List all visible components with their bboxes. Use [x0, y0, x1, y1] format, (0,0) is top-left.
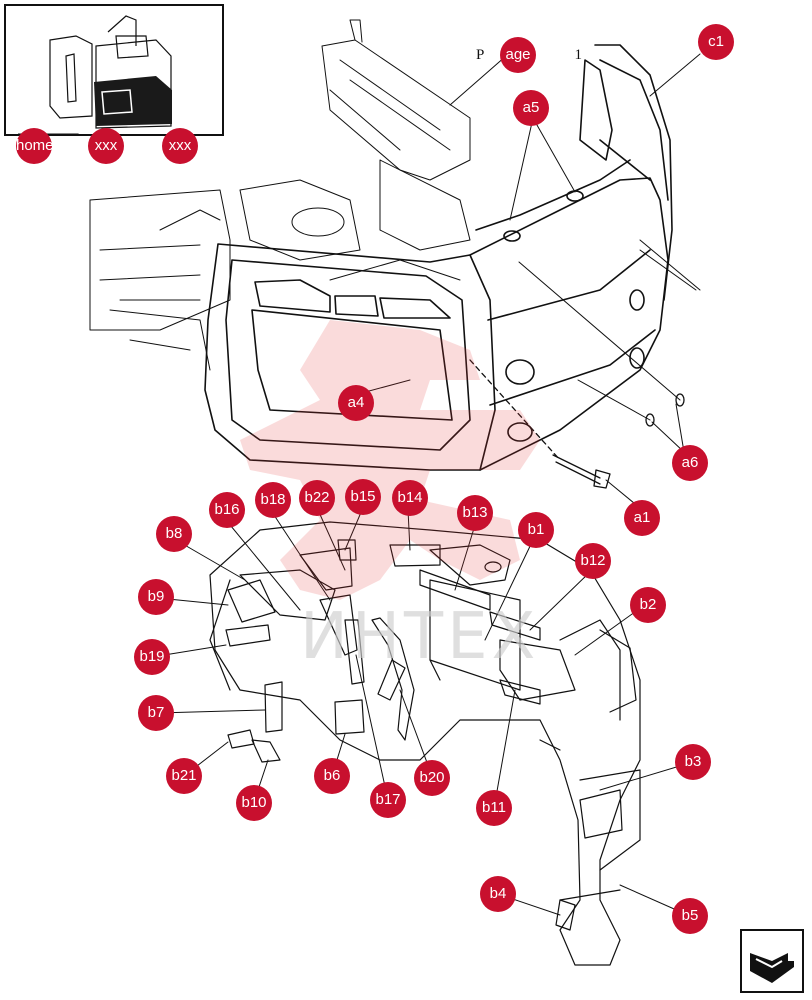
watermark-text: ИНТЕХ [300, 600, 540, 674]
callout-b13[interactable]: b13 [457, 495, 493, 531]
callout-b7[interactable]: b7 [138, 695, 174, 731]
page-tag-suffix: 1 [574, 47, 590, 63]
callout-b22[interactable]: b22 [299, 480, 335, 516]
bolt-assembly [469, 359, 685, 489]
callout-b8[interactable]: b8 [156, 516, 192, 552]
upper-frame-structure [89, 19, 471, 371]
callout-a5[interactable]: a5 [513, 90, 549, 126]
callout-a1[interactable]: a1 [624, 500, 660, 536]
callout-b15[interactable]: b15 [345, 479, 381, 515]
callout-b11[interactable]: b11 [476, 790, 512, 826]
prev-hotspot-button[interactable]: xxx [88, 128, 124, 164]
counterweight [204, 44, 673, 471]
arrow-next-icon [750, 953, 794, 983]
next-hotspot-label: xxx [168, 137, 192, 154]
next-hotspot-button[interactable]: xxx [162, 128, 198, 164]
callout-a4[interactable]: a4 [338, 385, 374, 421]
callout-b4[interactable]: b4 [480, 876, 516, 912]
next-page-button[interactable] [740, 929, 804, 993]
callout-b9[interactable]: b9 [138, 579, 174, 615]
callout-b2[interactable]: b2 [630, 587, 666, 623]
callout-b16[interactable]: b16 [209, 492, 245, 528]
callout-b5[interactable]: b5 [672, 898, 708, 934]
callout-b20[interactable]: b20 [414, 760, 450, 796]
prev-hotspot-label: xxx [94, 137, 118, 154]
callout-b12[interactable]: b12 [575, 543, 611, 579]
small-parts [225, 539, 623, 931]
callout-b1[interactable]: b1 [518, 512, 554, 548]
home-button[interactable]: home [16, 128, 54, 164]
callout-b18[interactable]: b18 [255, 482, 291, 518]
lower-body [209, 521, 641, 966]
callout-a6[interactable]: a6 [672, 445, 708, 481]
callout-age[interactable]: age [500, 37, 536, 73]
callout-b6[interactable]: b6 [314, 758, 350, 794]
callout-b17[interactable]: b17 [370, 782, 406, 818]
overview-thumbnail[interactable] [4, 4, 224, 136]
callout-b3[interactable]: b3 [675, 744, 711, 780]
callout-b19[interactable]: b19 [134, 639, 170, 675]
callout-b14[interactable]: b14 [392, 480, 428, 516]
home-label: home [16, 137, 54, 154]
watermark-emblem [240, 320, 540, 600]
callout-b21[interactable]: b21 [166, 758, 202, 794]
excavator-thumbnail-image [18, 15, 172, 134]
callout-c1[interactable]: c1 [698, 24, 734, 60]
callout-b10[interactable]: b10 [236, 785, 272, 821]
